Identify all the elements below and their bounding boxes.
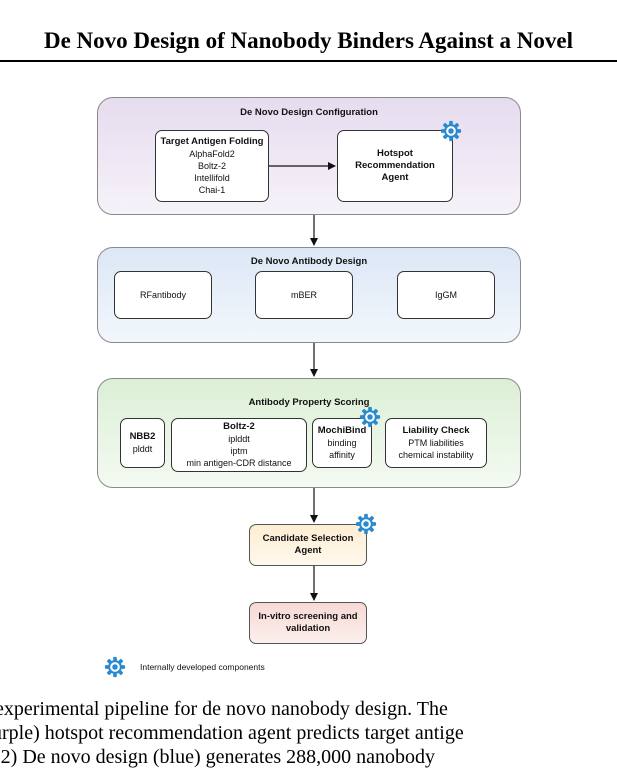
folding-item: Chai-1 xyxy=(198,185,226,195)
boltz-item: iplddt xyxy=(228,434,250,444)
liability-title: Liability Check xyxy=(402,425,470,436)
mochibind-title: MochiBind xyxy=(317,425,367,436)
nbb2-box: NBB2 plddt xyxy=(120,418,165,468)
screening-line: validation xyxy=(285,623,331,634)
liability-box: Liability Check PTM liabilities chemical… xyxy=(385,418,487,468)
folding-item: Intellifold xyxy=(194,173,230,183)
boltz-item: iptm xyxy=(230,446,248,456)
folding-box: Target Antigen Folding AlphaFold2 Boltz-… xyxy=(155,130,269,202)
rfantibody-box: RFantibody xyxy=(114,271,212,319)
candidate-line: Candidate Selection xyxy=(262,533,354,544)
nbb2-title: NBB2 xyxy=(129,431,156,442)
boltz-item: min antigen-CDR distance xyxy=(186,458,292,468)
model-label: RFantibody xyxy=(139,290,187,300)
folding-item: AlphaFold2 xyxy=(189,149,235,159)
screening-line: In-vitro screening and xyxy=(258,611,358,622)
hotspot-agent-box: Hotspot Recommendation Agent xyxy=(337,130,453,202)
mochibind-box: MochiBind binding affinity xyxy=(312,418,372,468)
folding-item: Boltz-2 xyxy=(197,161,226,171)
config-panel-title: De Novo Design Configuration xyxy=(240,107,378,118)
model-label: IgGM xyxy=(434,290,457,300)
model-label: mBER xyxy=(290,290,317,300)
iggm-box: IgGM xyxy=(397,271,495,319)
mochibind-item: binding xyxy=(327,438,357,448)
candidate-agent-box: Candidate Selection Agent xyxy=(249,524,367,566)
hotspot-line: Recommendation xyxy=(355,160,435,171)
boltz-box: Boltz-2 iplddt iptm min antigen-CDR dist… xyxy=(171,418,307,472)
scoring-panel-title: Antibody Property Scoring xyxy=(248,397,370,408)
design-panel-title: De Novo Antibody Design xyxy=(250,256,368,267)
liability-item: PTM liabilities xyxy=(408,438,464,448)
mber-box: mBER xyxy=(255,271,353,319)
folding-title: Target Antigen Folding xyxy=(160,136,264,147)
legend-label: Internally developed components xyxy=(140,662,265,672)
nbb2-item: plddt xyxy=(132,444,153,454)
boltz-title: Boltz-2 xyxy=(223,421,255,432)
hotspot-line: Hotspot xyxy=(377,148,413,159)
candidate-line: Agent xyxy=(294,545,322,556)
figure-heading: De Novo Design of Nanobody Binders Again… xyxy=(43,28,574,53)
screening-box: In-vitro screening and validation xyxy=(249,602,367,644)
caption-line: experimental pipeline for de novo nanobo… xyxy=(0,698,448,720)
liability-item: chemical instability xyxy=(398,450,474,460)
hotspot-line: Agent xyxy=(381,172,409,183)
mochibind-item: affinity xyxy=(329,450,355,460)
heading-rule xyxy=(0,60,617,62)
caption-line: urple) hotspot recommendation agent pred… xyxy=(0,722,464,744)
caption-line: (2) De novo design (blue) generates 288,… xyxy=(0,746,435,768)
